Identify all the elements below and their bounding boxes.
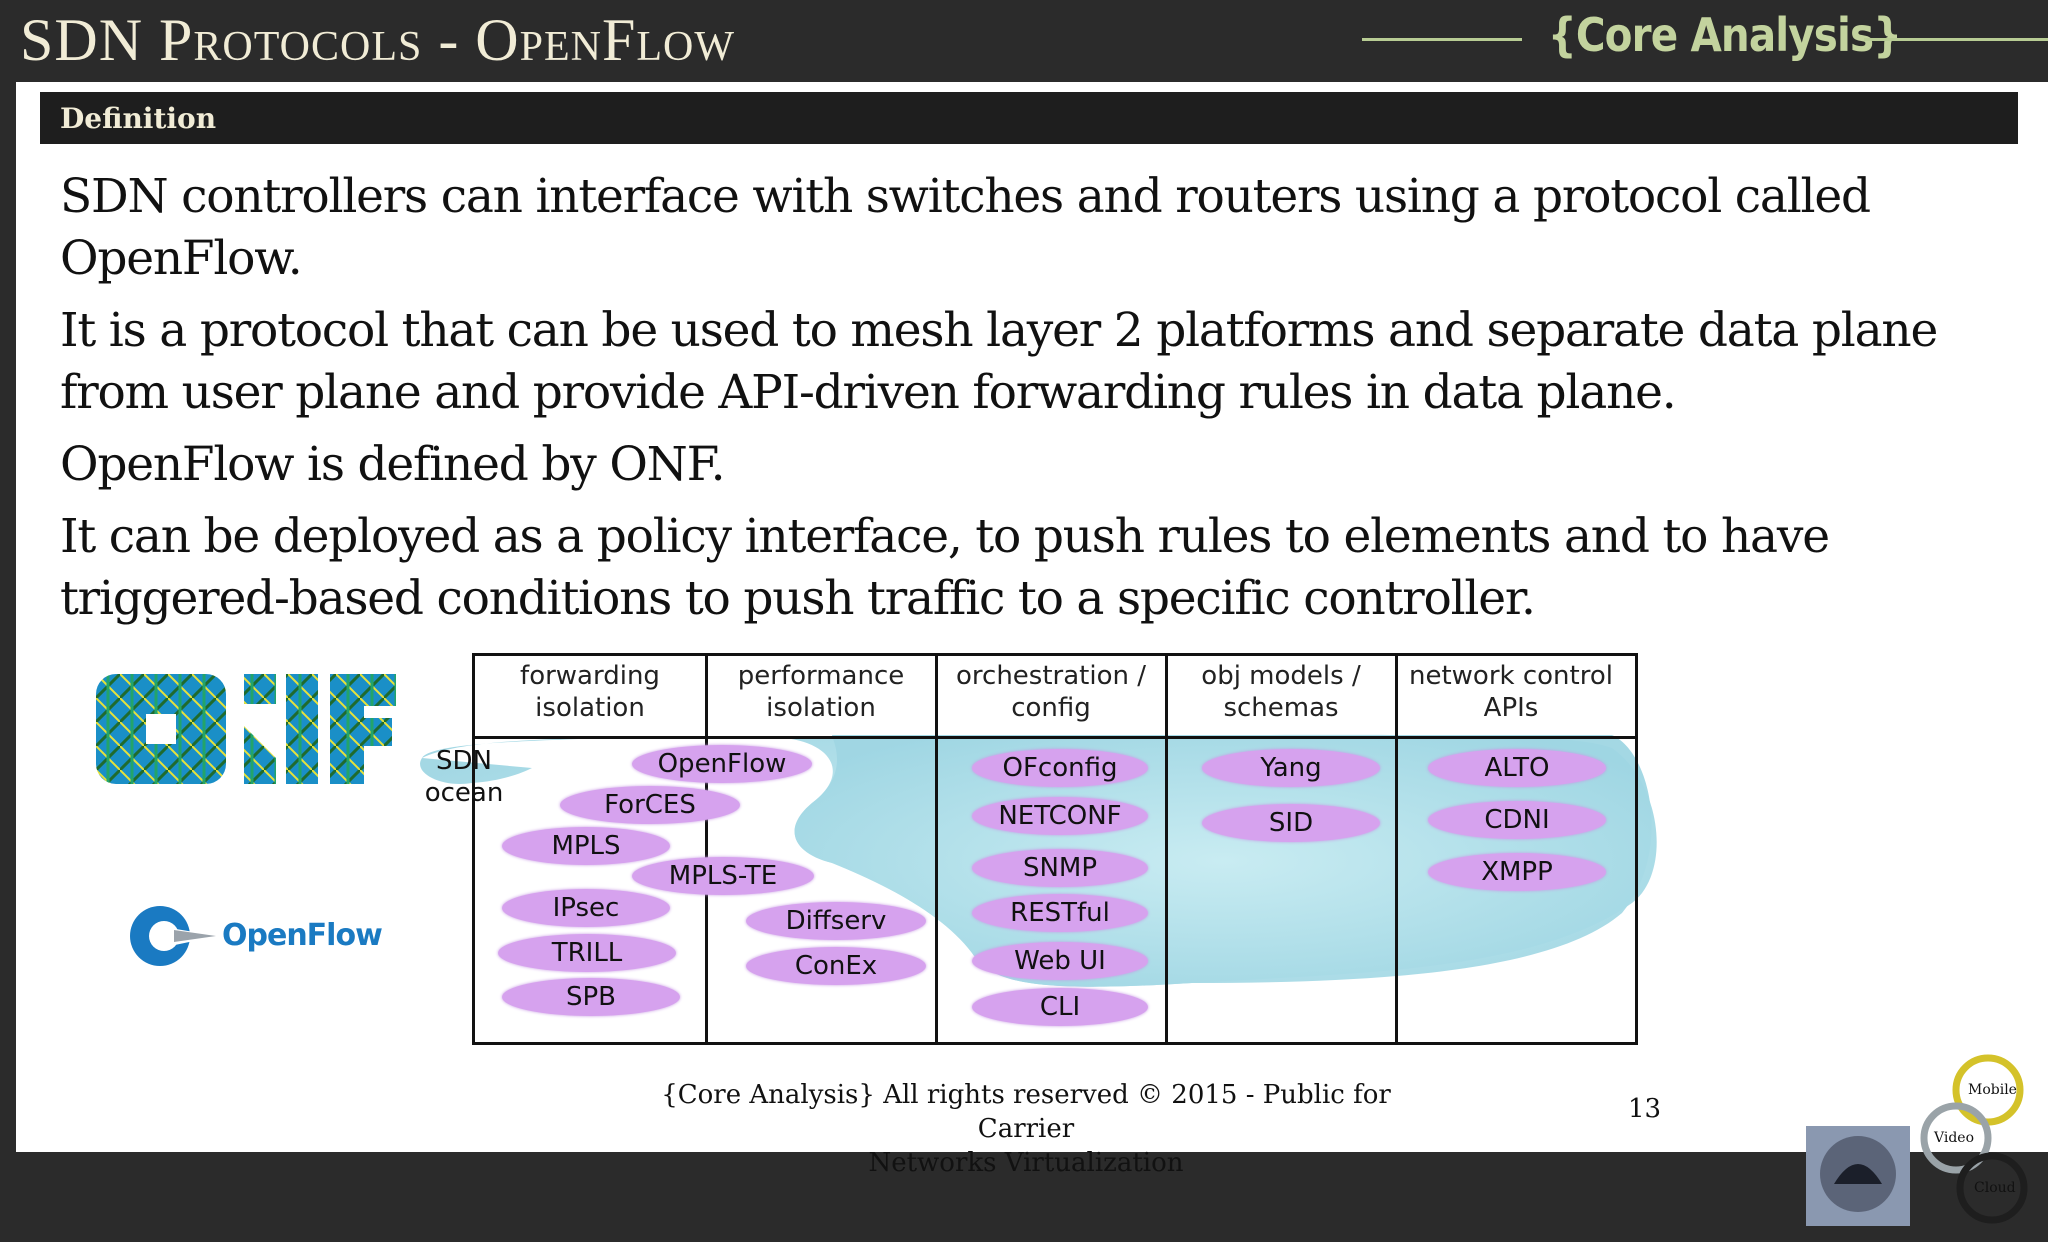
brand-rule-left — [1362, 38, 1522, 41]
slide: Definition SDN controllers can interface… — [16, 82, 2048, 1226]
protocol-pill: NETCONF — [972, 797, 1148, 835]
onf-logo — [96, 674, 396, 784]
corner-label-cloud: Cloud — [1974, 1180, 2016, 1196]
paragraph: OpenFlow is defined by ONF. — [60, 437, 726, 492]
body-text: SDN controllers can interface with switc… — [60, 166, 1980, 640]
brand-text: {Core Analysis} — [1547, 8, 1902, 62]
protocol-pill: SPB — [502, 978, 680, 1016]
column-header: network control APIs — [1409, 661, 1613, 723]
protocol-pill: Diffserv — [746, 902, 926, 940]
section-label: Definition — [60, 102, 217, 135]
protocol-pill: ConEx — [746, 947, 926, 985]
column-header: performance isolation — [737, 661, 905, 723]
column-header: forwarding isolation — [520, 661, 660, 723]
column-divider — [935, 656, 938, 1042]
sdn-diagram: forwarding isolation performance isolati… — [420, 653, 1657, 1045]
title-bar: SDN Protocols - OpenFlow {Core Analysis} — [0, 0, 2048, 82]
paragraph: SDN controllers can interface with switc… — [60, 169, 1871, 286]
protocol-pill: ALTO — [1428, 749, 1606, 787]
protocol-pill: Yang — [1202, 749, 1380, 787]
protocol-pill: TRILL — [498, 934, 676, 972]
header-divider — [475, 736, 1635, 739]
paragraph: It can be deployed as a policy interface… — [60, 509, 1830, 626]
ocean-label: SDN ocean — [424, 746, 504, 808]
brand: {Core Analysis} — [1362, 8, 2048, 74]
column-divider — [705, 656, 708, 1042]
openflow-logo-text: OpenFlow — [222, 918, 383, 953]
protocol-pill: CDNI — [1428, 801, 1606, 839]
protocol-pill: OFconfig — [972, 749, 1148, 787]
slide-title: SDN Protocols - OpenFlow — [20, 7, 735, 73]
column-divider — [1165, 656, 1168, 1042]
openflow-logo: OpenFlow — [126, 896, 406, 980]
protocol-pill: SNMP — [972, 849, 1148, 887]
protocol-pill: IPsec — [502, 889, 670, 927]
footer-line: {Core Analysis} All rights reserved © 20… — [661, 1080, 1391, 1144]
section-bar: Definition — [40, 92, 2018, 144]
core-analysis-stamp-icon — [1806, 1126, 1910, 1226]
protocol-pill: Web UI — [972, 942, 1148, 980]
brand-rule-right — [1864, 38, 2048, 41]
protocol-pill: RESTful — [972, 894, 1148, 932]
paragraph: It is a protocol that can be used to mes… — [60, 303, 1938, 420]
footer-line: Networks Virtualization — [868, 1148, 1184, 1178]
protocol-pill: SID — [1202, 804, 1380, 842]
protocol-pill: OpenFlow — [632, 745, 812, 783]
protocol-pill: MPLS-TE — [632, 857, 814, 895]
footer: {Core Analysis} All rights reserved © 20… — [636, 1078, 1416, 1180]
protocol-pill: ForCES — [560, 786, 740, 824]
protocol-pill: XMPP — [1428, 853, 1606, 891]
protocol-pill: CLI — [972, 988, 1148, 1026]
protocol-table: forwarding isolation performance isolati… — [472, 653, 1638, 1045]
page-number: 13 — [1628, 1094, 1662, 1124]
column-header: obj models / schemas — [1201, 661, 1361, 723]
corner-label-mobile: Mobile — [1968, 1082, 2017, 1098]
column-header: orchestration / config — [956, 661, 1146, 723]
protocol-pill: MPLS — [502, 827, 670, 865]
openflow-swirl-icon — [130, 906, 218, 966]
column-divider — [1395, 656, 1398, 1042]
corner-label-video: Video — [1934, 1130, 1975, 1146]
